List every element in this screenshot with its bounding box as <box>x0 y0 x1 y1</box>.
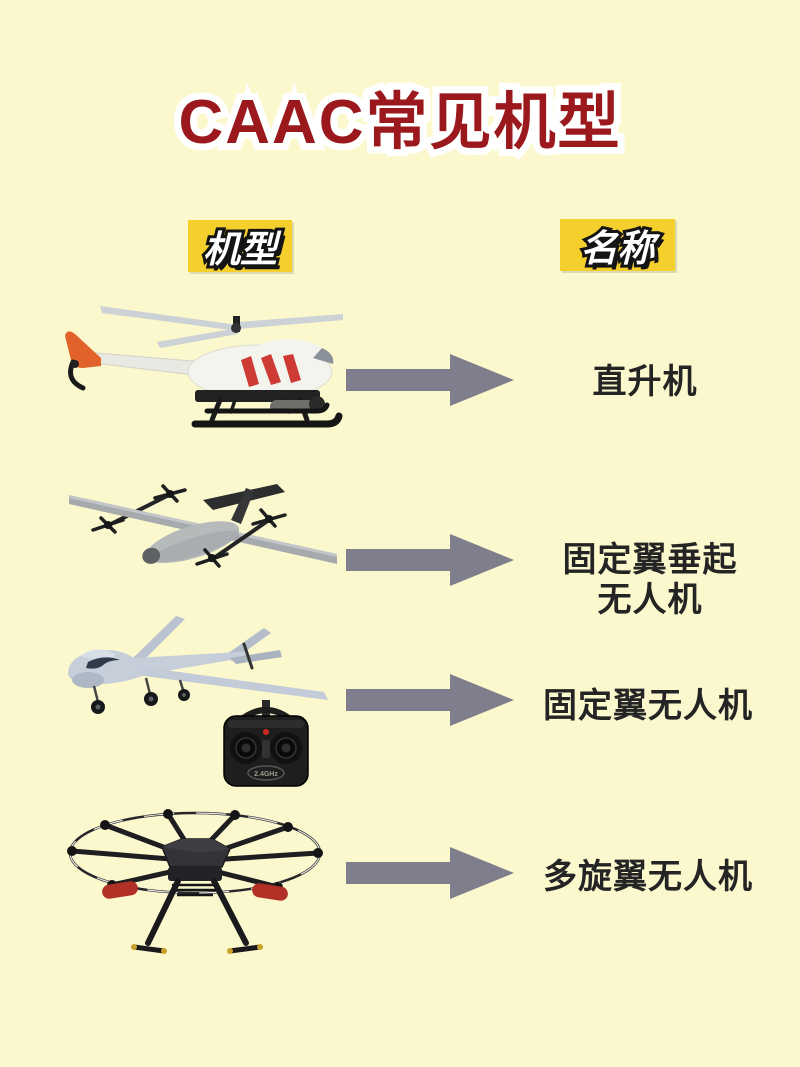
helicopter-image <box>65 306 343 428</box>
row-label-vtol-line1: 固定翼垂起 <box>562 541 738 579</box>
vtol-fixed-wing-image <box>69 484 337 568</box>
column-header-aircraft-type-outline: 机型 <box>200 226 280 273</box>
page-title-outline: CAAC常见机型 <box>171 81 626 164</box>
row-label-fixed-wing: 固定翼无人机 <box>543 687 753 725</box>
arrow-right-icon <box>346 674 514 726</box>
remote-frequency-label: 2.4GHz <box>254 771 278 778</box>
column-header-name: 名称 名称 <box>560 219 675 272</box>
page-title-text: CAAC常见机型 <box>178 88 622 157</box>
row-label-helicopter: 直升机 <box>592 363 698 401</box>
column-header-aircraft-type: 机型 机型 <box>188 220 292 273</box>
arrow-right-icon <box>346 847 514 899</box>
arrow-right-icon <box>346 534 514 586</box>
fixed-wing-image <box>68 616 328 714</box>
column-header-name-outline: 名称 <box>578 225 658 272</box>
row-label-vtol-fixed-wing: 固定翼垂起 无人机 <box>495 540 800 620</box>
page-title: CAAC常见机型 CAAC常见机型 <box>0 80 800 167</box>
row-label-multirotor: 多旋翼无人机 <box>543 858 753 896</box>
arrow-right-icon <box>346 354 514 406</box>
column-header-name-text: 名称 <box>580 228 655 269</box>
remote-controller-image: 2.4GHz <box>223 700 309 787</box>
row-label-vtol-line2: 无人机 <box>597 581 703 619</box>
column-header-aircraft-type-text: 机型 <box>203 229 277 270</box>
multirotor-image <box>67 809 323 954</box>
